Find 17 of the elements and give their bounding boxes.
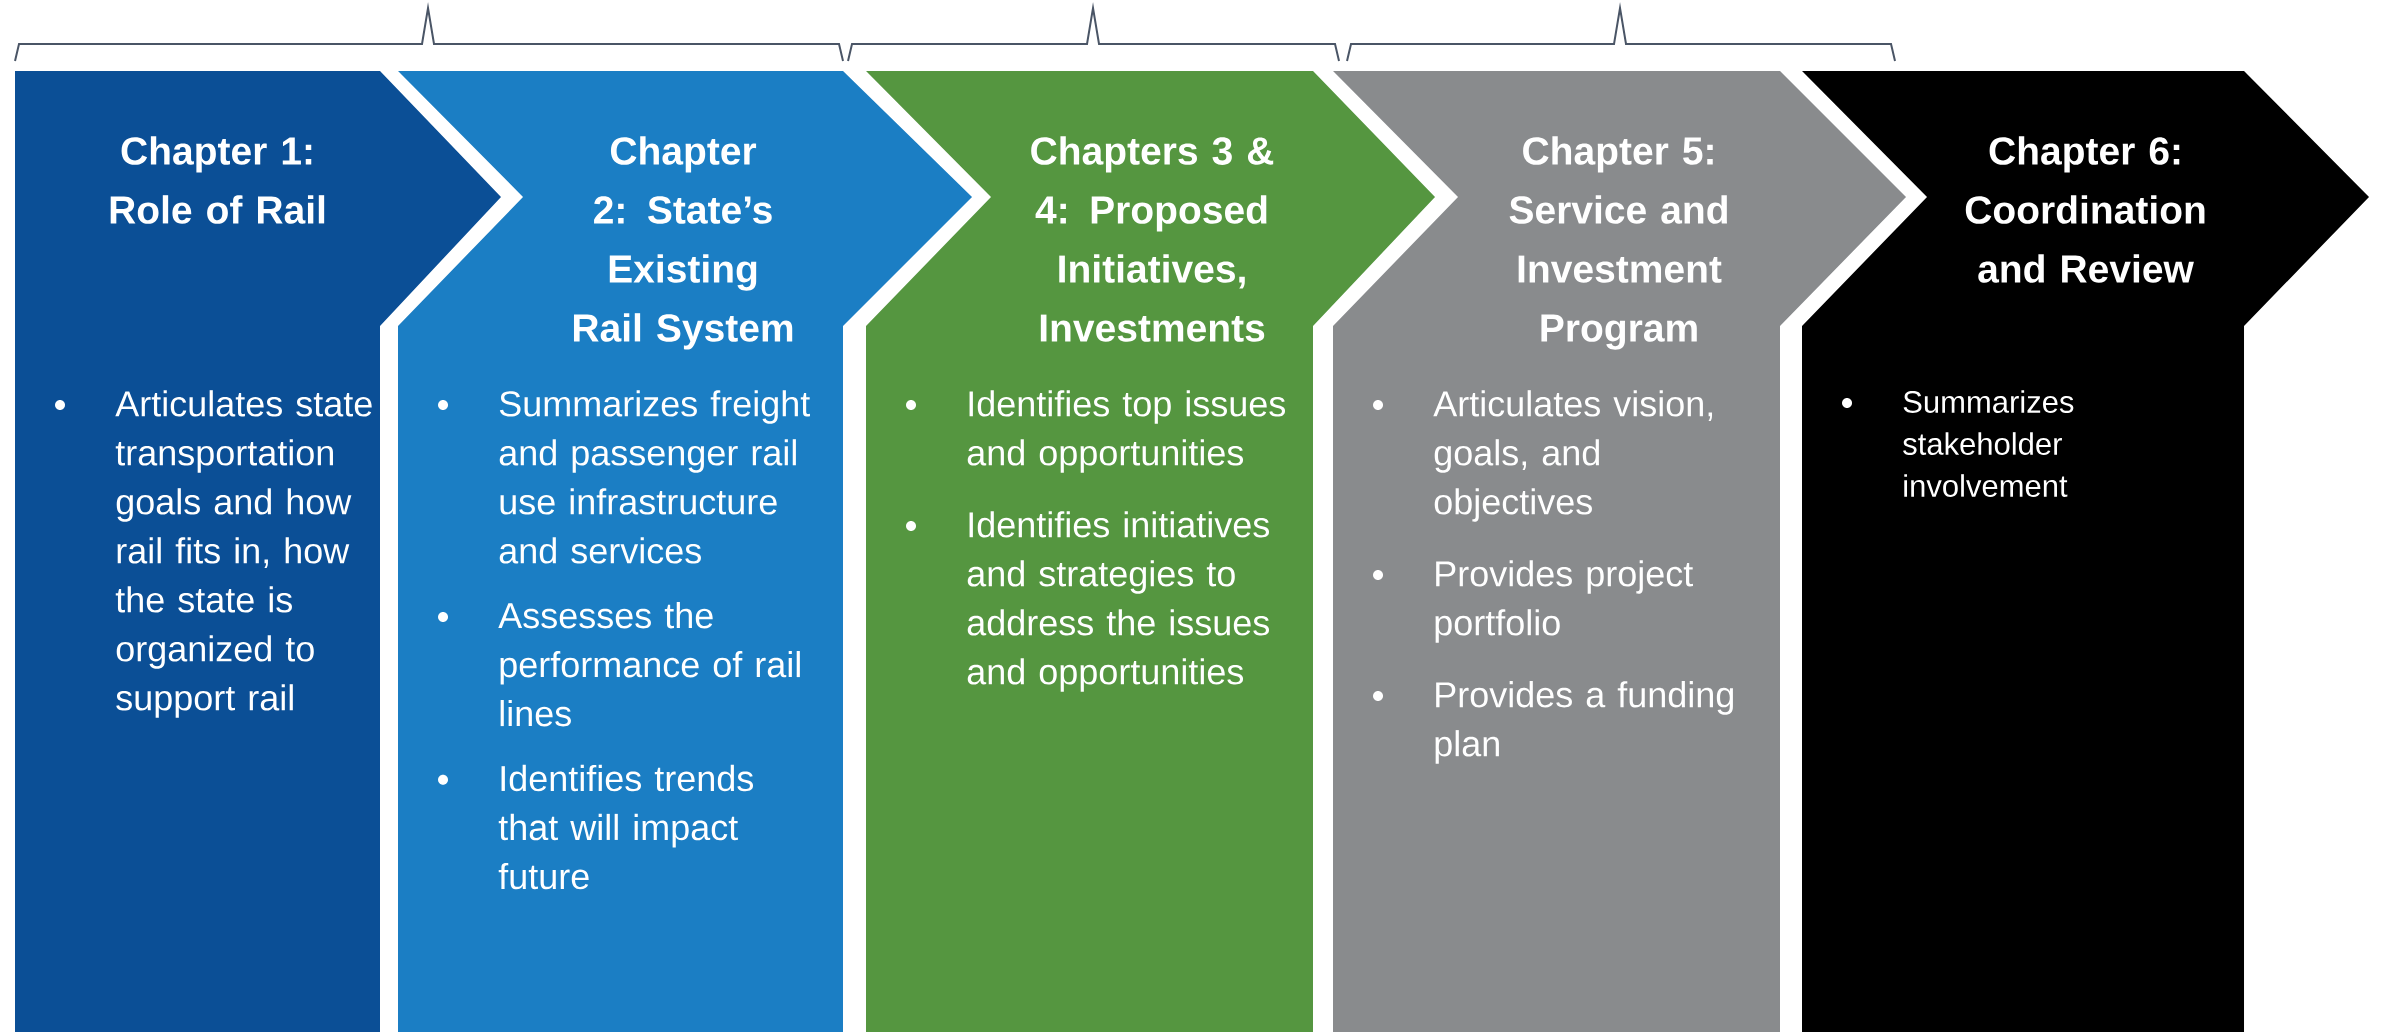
chapter-heading: Chapters 3 & 4: Proposed Initiatives, Investments xyxy=(1031,136,1274,342)
chapter-heading: Chapter 2: State’s Existing Rail System xyxy=(574,136,793,350)
chevron-panel xyxy=(1802,71,2369,1032)
bullet-text: Provides project portfolio xyxy=(1435,560,1693,643)
chapter-heading: Chapter 5: Service and Investment Program xyxy=(1509,136,1727,350)
chapter-heading: Chapter 6: Coordination and Review xyxy=(1965,136,2205,283)
bullet-text: Articulates vision, goals, and objectives xyxy=(1433,390,1713,522)
chapter-heading: Chapter 1: Role of Rail xyxy=(110,136,325,224)
bullet-text: Summarizes freight and passenger rail use infrastructure and services xyxy=(499,390,810,564)
bullet-text: Summarizes stakeholder involvement xyxy=(1903,390,2074,497)
bullet-text: Assesses the performance of rail lines xyxy=(498,602,800,727)
bullet-text: Identifies initiatives and strategies to address the issues and opportunities xyxy=(967,511,1269,692)
chevron-panel xyxy=(866,71,1435,1032)
bullet-text: Provides a funding plan xyxy=(1435,681,1733,764)
bullet-text: Identifies trends that will impact future xyxy=(498,764,753,890)
bullet-text: Articulates state transportation goals and how rail fits in, how the state is organized to support rail xyxy=(115,390,372,718)
bullet-text: Identifies top issues and opportunities xyxy=(967,390,1286,473)
